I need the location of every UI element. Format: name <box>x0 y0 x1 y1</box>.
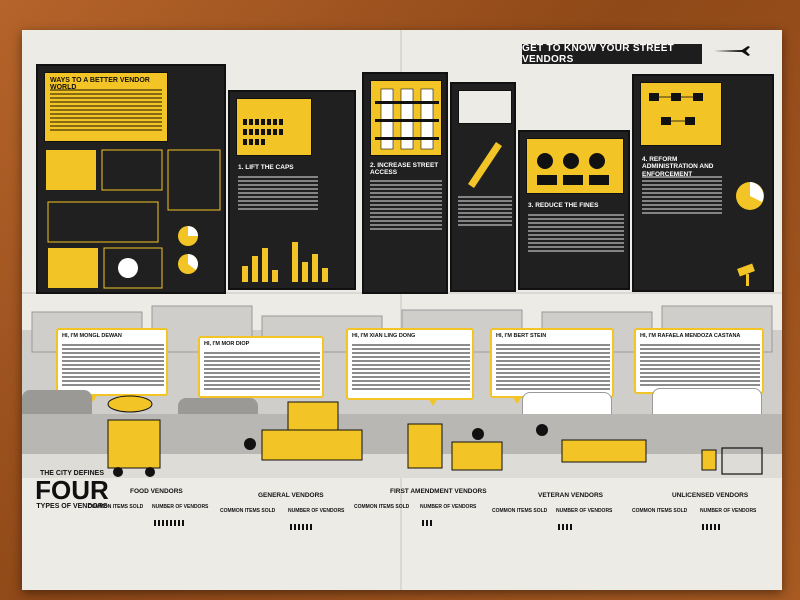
bubble-3-tail <box>428 398 438 406</box>
veteran-common-items: COMMON ITEMS SOLD <box>492 508 548 514</box>
vendor-cap-icons <box>243 119 283 145</box>
city-defines-text: THE CITY DEFINES <box>39 470 105 477</box>
reduce-fines-text <box>528 214 624 254</box>
bubble-1-text <box>62 344 164 388</box>
bubble-4-text <box>496 344 610 392</box>
speech-bubble-3: HI, I'M XIAN LING DONG <box>346 328 474 406</box>
unlicensed-common-items: COMMON ITEMS SOLD <box>632 508 688 514</box>
first-amendment-common-items: COMMON ITEMS SOLD <box>354 504 410 510</box>
portrait-text <box>458 196 512 228</box>
bubble-4-heading: HI, I'M BERT STEIN <box>496 333 547 339</box>
lift-caps-bar-chart <box>242 242 328 282</box>
street-grid-illustration <box>375 88 439 150</box>
intro-heading: WAYS TO A BETTER VENDOR WORLD <box>50 77 150 91</box>
label-unlicensed-vendors: UNLICENSED VENDORS <box>672 492 749 499</box>
reduce-fines-panel <box>526 138 624 194</box>
food-common-items: COMMON ITEMS SOLD <box>88 504 144 510</box>
reform-panel <box>640 82 722 146</box>
building-lift-caps: 1. LIFT THE CAPS <box>228 90 356 290</box>
poster: GET TO KNOW YOUR STREET VENDORS WAYS TO … <box>22 30 782 590</box>
airplane-icon <box>714 46 750 56</box>
veteran-number-vendors: NUMBER OF VENDORS <box>556 508 613 514</box>
building-intro: WAYS TO A BETTER VENDOR WORLD <box>36 64 226 294</box>
four-types-box: THE CITY DEFINES FOUR TYPES OF VENDORS <box>28 470 116 510</box>
section-lift-caps: 1. LIFT THE CAPS <box>238 164 294 171</box>
label-first-amendment-vendors: FIRST AMENDMENT VENDORS <box>390 488 487 495</box>
label-general-vendors: GENERAL VENDORS <box>258 492 324 499</box>
bubble-2-heading: HI, I'M MOR DIOP <box>204 341 250 347</box>
bubble-1-heading: HI, I'M MONGL DEWAN <box>62 333 122 339</box>
bubble-4-tail <box>512 396 522 404</box>
general-number-vendors: NUMBER OF VENDORS <box>288 508 345 514</box>
first-amendment-number-vendors: NUMBER OF VENDORS <box>420 504 477 510</box>
gavel-icon <box>737 263 755 286</box>
intro-text <box>50 89 162 133</box>
reform-flowchart <box>649 93 703 125</box>
four-text: FOUR <box>35 475 109 505</box>
bubble-3-text <box>352 344 470 392</box>
lift-caps-panel <box>236 98 312 156</box>
unlicensed-number-vendors: NUMBER OF VENDORS <box>700 508 757 514</box>
building-street-access: 2. INCREASE STREET ACCESS <box>362 72 448 294</box>
bubble-1-tail <box>88 394 98 402</box>
intro-infographics <box>46 149 221 289</box>
bubble-2-text <box>204 352 320 392</box>
section-street-access: 2. INCREASE STREET ACCESS <box>370 162 439 177</box>
speech-bubble-1: HI, I'M MONGL DEWAN <box>56 328 168 402</box>
label-food-vendors: FOOD VENDORS <box>130 488 183 495</box>
fines-icons <box>537 153 609 185</box>
types-text: TYPES OF VENDORS <box>36 503 108 510</box>
car-1 <box>22 390 92 416</box>
knife-illustration <box>468 142 502 188</box>
poster-title: GET TO KNOW YOUR STREET VENDORS <box>522 43 702 65</box>
section-reduce-fines: 3. REDUCE THE FINES <box>528 202 599 209</box>
speech-bubble-4: HI, I'M BERT STEIN <box>490 328 614 404</box>
speech-bubble-2: HI, I'M MOR DIOP <box>198 336 324 404</box>
reform-pie-chart <box>736 182 764 210</box>
speech-bubble-5: HI, I'M RAFAELA MENDOZA CASTANA <box>634 328 764 400</box>
car-3 <box>522 392 612 418</box>
label-veteran-vendors: VETERAN VENDORS <box>538 492 604 499</box>
fold-vertical <box>400 30 402 590</box>
street-access-panel <box>370 80 442 156</box>
lift-caps-text <box>238 176 318 212</box>
bubble-5-text <box>640 344 760 388</box>
reform-text <box>642 176 722 216</box>
vendor-count-icons <box>154 520 720 530</box>
food-number-vendors: NUMBER OF VENDORS <box>152 504 209 510</box>
intro-panel: WAYS TO A BETTER VENDOR WORLD <box>44 72 168 142</box>
street-access-text <box>370 180 442 232</box>
building-reform: 4. REFORM ADMINISTRATION AND ENFORCEMENT <box>632 74 774 292</box>
bubble-5-heading: HI, I'M RAFAELA MENDOZA CASTANA <box>640 333 741 339</box>
car-4 <box>652 388 762 418</box>
building-portraits <box>450 82 516 292</box>
bubble-3-heading: HI, I'M XIAN LING DONG <box>352 333 416 339</box>
section-reform: 4. REFORM ADMINISTRATION AND ENFORCEMENT <box>642 156 714 178</box>
vendor-stalls <box>107 395 763 477</box>
general-common-items: COMMON ITEMS SOLD <box>220 508 276 514</box>
building-reduce-fines: 3. REDUCE THE FINES <box>518 130 630 290</box>
portrait-panel <box>458 90 512 124</box>
